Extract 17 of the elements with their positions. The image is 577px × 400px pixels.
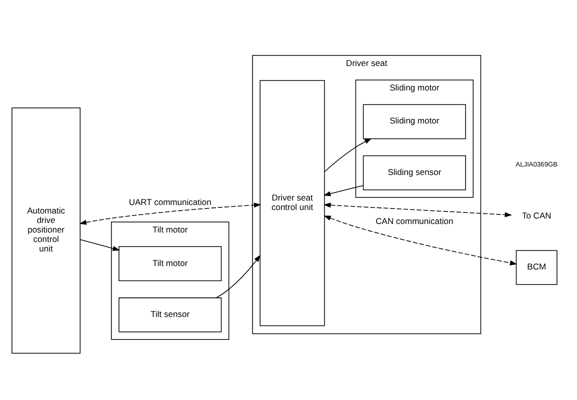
arrow xyxy=(80,238,120,250)
arrow xyxy=(324,138,372,172)
edge-label: UART communication xyxy=(128,196,212,207)
node-text: To CAN xyxy=(522,210,552,220)
node-box: Sliding motor xyxy=(362,104,466,139)
arrow xyxy=(216,254,261,298)
arrow xyxy=(79,202,262,224)
node-box: BCM xyxy=(516,250,558,284)
node-box: Driver seat control unit xyxy=(260,80,325,326)
node-box: Automatic drive positioner control unit xyxy=(12,107,81,354)
edge-label: CAN communication xyxy=(376,216,454,226)
arrow xyxy=(324,215,518,265)
node-box: Tilt sensor xyxy=(118,296,222,332)
node-box: Sliding sensor xyxy=(362,154,466,190)
arrow xyxy=(323,184,364,196)
arrow xyxy=(324,202,512,217)
node-box: Tilt motor xyxy=(118,246,222,281)
